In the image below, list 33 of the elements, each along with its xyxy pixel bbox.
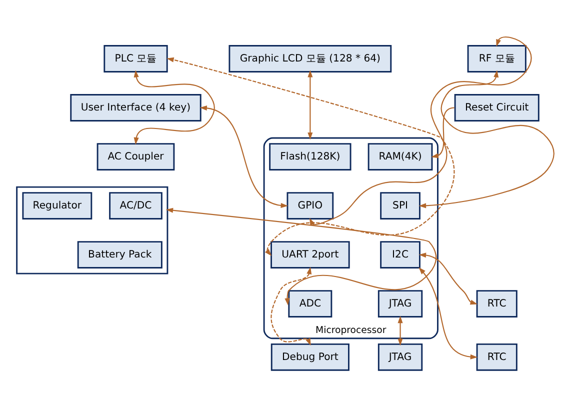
node-box: Graphic LCD 모듈 (128 * 64) [228, 44, 392, 72]
arrow [166, 56, 455, 256]
node-box: PLC 모듈 [104, 44, 168, 72]
node-box: RAM(4K) [368, 142, 433, 170]
node-box: JTAG [378, 342, 423, 370]
arrow [270, 266, 312, 346]
arrow [418, 252, 478, 304]
node-box: I2C [380, 240, 420, 268]
node-box: ADC [288, 290, 332, 317]
arrow [398, 315, 403, 346]
node-box: SPI [380, 192, 420, 219]
arrow [431, 106, 454, 158]
node-box: Reset Circuit [454, 94, 540, 121]
arrow [418, 70, 554, 208]
node-box: UART 2port [270, 240, 350, 268]
node-box: RTC [476, 290, 518, 317]
cluster [16, 186, 168, 274]
node-box: RTC [476, 342, 518, 370]
node-box: User Interface (4 key) [70, 94, 202, 121]
node-box: AC Coupler [96, 142, 175, 170]
node-box: RF 모듈 [467, 44, 526, 72]
node-box: JTAG [378, 290, 423, 317]
node-box: GPIO [286, 192, 334, 219]
node-box: AC/DC [109, 192, 162, 219]
arrow [200, 105, 288, 208]
node-box: Regulator [22, 192, 92, 219]
arrow [308, 70, 313, 140]
node-box: Debug Port [270, 342, 350, 370]
node-box: Flash(128K) [269, 142, 352, 170]
arrow [134, 70, 215, 144]
arrow [418, 266, 478, 359]
arrow [166, 207, 437, 305]
node-box: Battery Pack [77, 240, 162, 268]
